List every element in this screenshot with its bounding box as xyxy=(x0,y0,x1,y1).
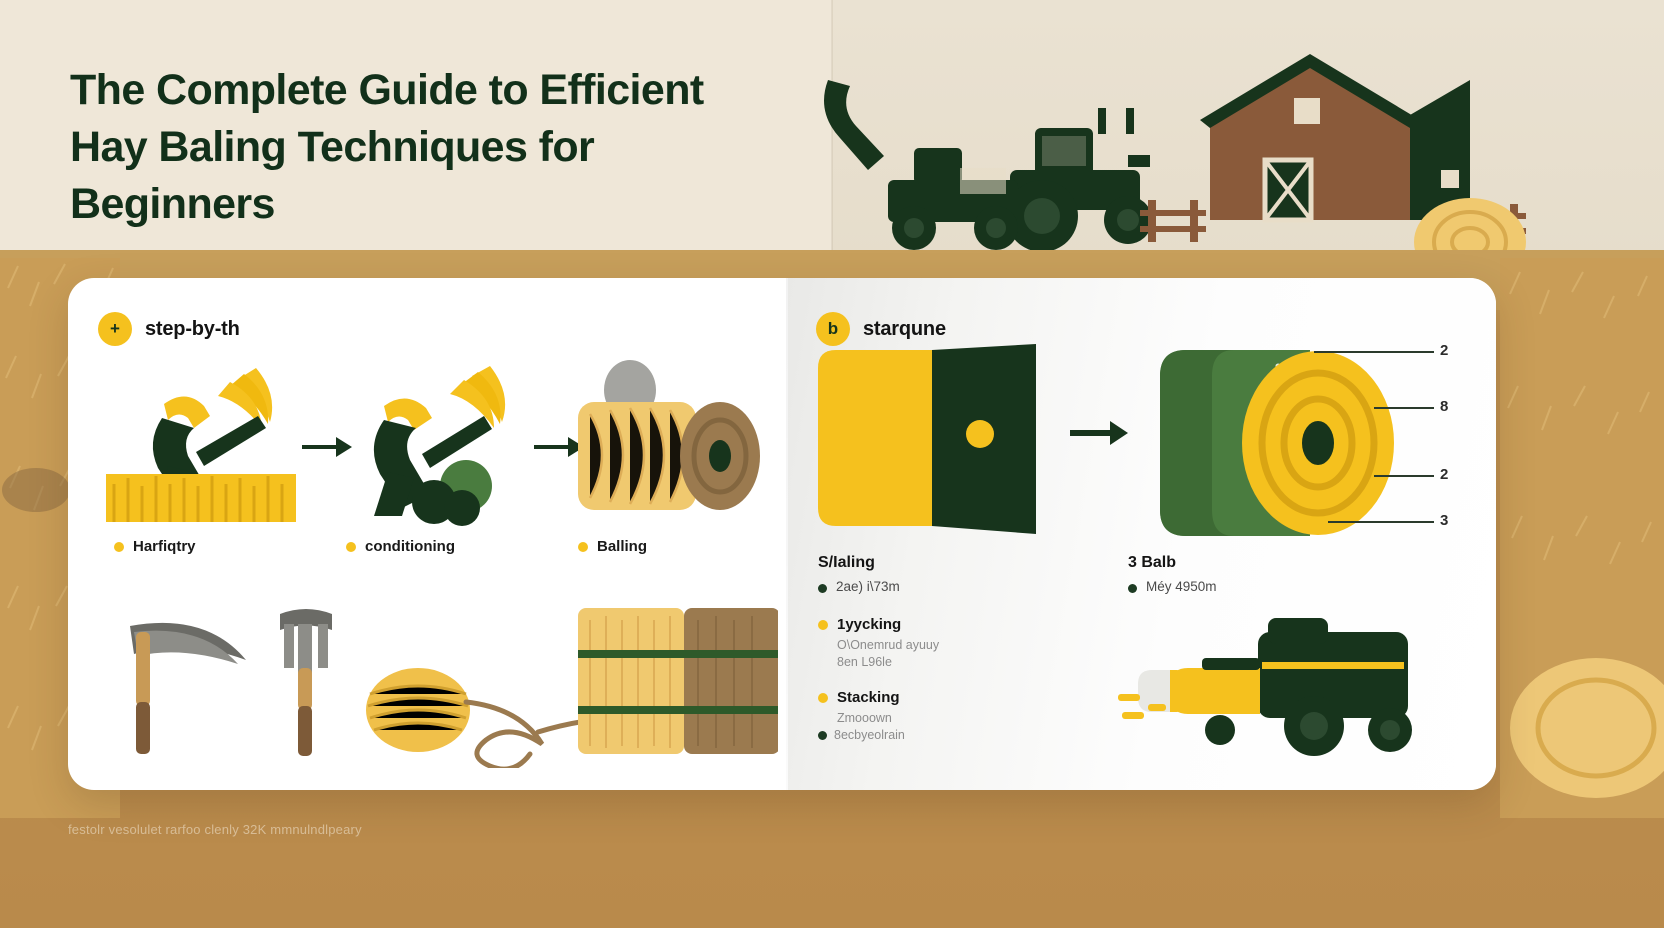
detail-block-1-sub-1: O\Onemrud ayuuy xyxy=(837,638,940,652)
right-section-badge: b xyxy=(816,312,850,346)
spec-group-right: 3 Balb Méy 4950m xyxy=(1128,554,1428,599)
content-card: + step-by-th xyxy=(68,278,1496,790)
detail-block-1-sub-2: 8en L96le xyxy=(837,655,892,669)
left-section-badge: + xyxy=(98,312,132,346)
green-baler-tractor-icon xyxy=(1118,618,1412,756)
arrow-right-icon xyxy=(1070,421,1128,445)
bullet-dot-icon xyxy=(818,584,827,593)
callout-value-3: 2 xyxy=(1440,466,1449,483)
arrow-right-icon xyxy=(302,437,352,457)
bullet-dot-icon xyxy=(1128,584,1137,593)
detail-block-stacking: Stacking Zmooown 8ecbyeolrain xyxy=(818,689,1118,744)
step-arrow-2 xyxy=(534,434,586,460)
page-seam xyxy=(831,0,833,258)
detail-block-1-label: 1yycking xyxy=(837,616,902,633)
bale-diagram: 2 8 2 3 xyxy=(808,336,1488,546)
bullet-dot-icon xyxy=(818,692,828,703)
step-1-label: Harfiqtry xyxy=(133,538,196,555)
tools-illustration-row xyxy=(98,598,780,772)
scythe-icon xyxy=(130,622,246,754)
bullet-dot-icon xyxy=(346,541,356,552)
callout-leader-lines xyxy=(1314,351,1434,523)
round-bale-cross-section-icon xyxy=(1160,350,1394,536)
process-step-row: Harfiqtry xyxy=(106,356,766,566)
detail-block-2-label: Stacking xyxy=(837,689,900,706)
left-panel: + step-by-th xyxy=(68,278,786,790)
spec-left-item-text: 2ae) i\73m xyxy=(836,579,900,594)
callout-value-2: 8 xyxy=(1440,398,1449,415)
bullet-dot-icon xyxy=(818,731,827,741)
callout-value-4: 3 xyxy=(1440,512,1449,529)
spec-right-item: Méy 4950m xyxy=(1128,579,1428,594)
farmer-conditioning-hay-icon xyxy=(373,366,506,526)
step-2-label-group: conditioning xyxy=(346,538,455,555)
tractor-icon xyxy=(1006,108,1152,252)
spec-group-left: S/Ialing 2ae) i\73m xyxy=(818,554,1118,599)
hay-texture-right xyxy=(1500,258,1664,818)
step-3-illustration: Balling xyxy=(570,356,766,555)
yellow-green-box-icon xyxy=(818,344,1036,534)
spec-left-heading: S/Ialing xyxy=(818,554,875,571)
step-1-label-group: Harfiqtry xyxy=(114,538,196,555)
spec-right-heading: 3 Balb xyxy=(1128,554,1177,571)
right-section-title: starqune xyxy=(863,317,946,340)
detail-block-list: 1yycking O\Onemrud ayuuy 8en L96le Stack… xyxy=(818,616,1118,762)
red-barn-icon xyxy=(1200,54,1470,223)
arrow-right-icon xyxy=(534,437,584,457)
farmer-raking-hay-icon xyxy=(106,368,296,522)
detail-block-1-header: 1yycking xyxy=(818,616,1118,633)
detail-block-tycking: 1yycking O\Onemrud ayuuy 8en L96le xyxy=(818,616,1118,671)
pitchfork-icon xyxy=(280,609,332,756)
step-3-label: Balling xyxy=(597,538,648,555)
harvester-icon xyxy=(824,80,1018,250)
right-panel: b starqune xyxy=(788,278,1496,790)
round-hay-bale-icon xyxy=(578,360,760,510)
bullet-dot-icon xyxy=(578,541,588,552)
page-title: The Complete Guide to Efficient Hay Bali… xyxy=(70,66,704,228)
right-section-header: b starqune xyxy=(816,312,946,346)
detail-block-2-sub-2: 8ecbyeolrain xyxy=(818,727,1118,744)
farm-scene-illustration xyxy=(810,20,1664,286)
bullet-dot-icon xyxy=(818,619,828,630)
detail-block-2-sub-2-text: 8ecbyeolrain xyxy=(834,728,905,742)
callout-value-1: 2 xyxy=(1440,342,1449,359)
card-divider xyxy=(786,278,788,790)
step-3-label-group: Balling xyxy=(578,538,647,555)
left-section-header: + step-by-th xyxy=(98,312,240,346)
step-2-illustration: conditioning xyxy=(338,356,528,555)
detail-block-2-sub-1: Zmooown xyxy=(837,711,892,725)
left-section-title: step-by-th xyxy=(145,317,240,340)
spec-right-item-text: Méy 4950m xyxy=(1146,579,1217,594)
detail-block-2-header: Stacking xyxy=(818,689,1118,706)
step-arrow-1 xyxy=(302,434,354,460)
spec-left-item: 2ae) i\73m xyxy=(818,579,1118,594)
bullet-dot-icon xyxy=(114,541,124,552)
step-2-label: conditioning xyxy=(365,538,455,555)
baler-machine-illustration xyxy=(1118,608,1488,768)
footer-caption: festolr vesolulet rarfoo clenly 32K mmnu… xyxy=(68,822,362,837)
bound-hay-bales-icon xyxy=(578,608,780,754)
step-1-illustration: Harfiqtry xyxy=(106,356,296,555)
